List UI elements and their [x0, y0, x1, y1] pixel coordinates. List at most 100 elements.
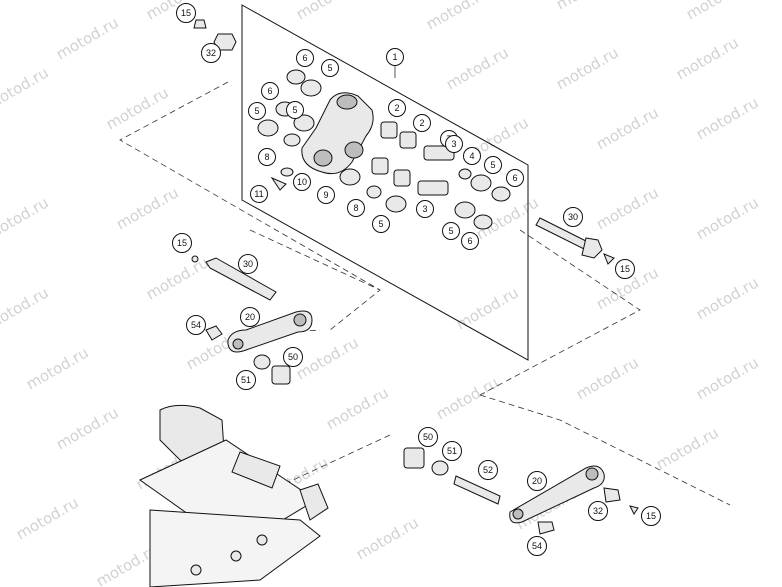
watermark-text: motod.ru	[443, 43, 512, 93]
panel-label-9: 9	[317, 186, 335, 204]
watermark-text: motod.ru	[653, 423, 722, 473]
svg-text:5: 5	[292, 105, 297, 115]
watermark-text: motod.ru	[113, 183, 182, 233]
watermark-text: motod.ru	[353, 513, 422, 563]
panel-label-6: 6	[461, 232, 479, 250]
callout-54: 54	[527, 536, 547, 556]
panel-label-3: 3	[445, 135, 463, 153]
callout-20: 20	[240, 307, 260, 327]
rocker-body	[301, 92, 374, 175]
panel-label-11: 11	[250, 185, 268, 203]
watermark-text: motod.ru	[593, 183, 662, 233]
panel-label-6: 6	[296, 49, 314, 67]
callout-51: 51	[236, 370, 256, 390]
panel-label-1: 1	[386, 48, 404, 66]
callout-15: 15	[172, 233, 192, 253]
watermark-text: motod.ru	[23, 343, 92, 393]
panel-label-5: 5	[484, 156, 502, 174]
svg-text:54: 54	[532, 541, 542, 551]
svg-text:6: 6	[512, 173, 517, 183]
watermark-text: motod.ru	[423, 0, 492, 33]
watermark-text: motod.ru	[323, 383, 392, 433]
svg-text:15: 15	[177, 238, 187, 248]
watermark-text: motod.ru	[693, 93, 762, 143]
callout-32: 32	[588, 501, 608, 521]
watermark-layer: motod.rumotod.rumotod.rumotod.rumotod.ru…	[0, 0, 762, 587]
svg-text:6: 6	[267, 86, 272, 96]
svg-text:9: 9	[323, 190, 328, 200]
svg-text:10: 10	[297, 177, 307, 187]
svg-text:2: 2	[394, 103, 399, 113]
watermark-text: motod.ru	[693, 193, 762, 243]
svg-text:30: 30	[243, 259, 253, 269]
svg-text:8: 8	[264, 152, 269, 162]
watermark-text: motod.ru	[293, 333, 362, 383]
svg-text:5: 5	[327, 63, 332, 73]
upper-link-20	[205, 310, 313, 385]
svg-text:5: 5	[448, 226, 453, 236]
panel-label-2: 2	[388, 99, 406, 117]
panel-label-5: 5	[372, 215, 390, 233]
panel-label-5: 5	[248, 102, 266, 120]
lower-link-20	[403, 447, 639, 535]
watermark-text: motod.ru	[553, 0, 622, 13]
svg-text:51: 51	[241, 375, 251, 385]
svg-text:8: 8	[353, 203, 358, 213]
panel-label-2: 2	[413, 114, 431, 132]
watermark-text: motod.ru	[553, 43, 622, 93]
svg-text:6: 6	[467, 236, 472, 246]
left-bolt-30	[191, 255, 277, 301]
svg-text:32: 32	[593, 506, 603, 516]
callout-54: 54	[186, 315, 206, 335]
svg-text:50: 50	[423, 432, 433, 442]
callout-51: 51	[442, 441, 462, 461]
watermark-text: motod.ru	[573, 353, 642, 403]
svg-text:30: 30	[568, 212, 578, 222]
watermark-text: motod.ru	[0, 63, 52, 113]
watermark-text: motod.ru	[0, 193, 52, 243]
watermark-text: motod.ru	[53, 403, 122, 453]
callout-32: 32	[201, 43, 221, 63]
svg-text:5: 5	[254, 106, 259, 116]
svg-text:54: 54	[191, 320, 201, 330]
svg-text:52: 52	[483, 465, 493, 475]
svg-text:5: 5	[378, 219, 383, 229]
watermark-text: motod.ru	[673, 33, 742, 83]
watermark-text: motod.ru	[0, 283, 52, 333]
svg-text:15: 15	[646, 511, 656, 521]
callout-15: 15	[176, 3, 196, 23]
watermark-text: motod.ru	[53, 13, 122, 63]
svg-text:15: 15	[181, 8, 191, 18]
svg-text:51: 51	[447, 446, 457, 456]
svg-text:4: 4	[469, 151, 474, 161]
panel-label-5: 5	[442, 222, 460, 240]
svg-text:2: 2	[419, 118, 424, 128]
panel-label-6: 6	[506, 169, 524, 187]
panel-label-5: 5	[286, 101, 304, 119]
panel-label-6: 6	[261, 82, 279, 100]
svg-text:20: 20	[245, 312, 255, 322]
panel-label-4: 4	[463, 147, 481, 165]
callout-20: 20	[527, 471, 547, 491]
svg-text:6: 6	[302, 53, 307, 63]
callout-30: 30	[563, 207, 583, 227]
callout-50: 50	[418, 427, 438, 447]
callout-15: 15	[615, 259, 635, 279]
svg-text:32: 32	[206, 48, 216, 58]
callout-52: 52	[478, 460, 498, 480]
watermark-text: motod.ru	[693, 273, 762, 323]
svg-text:15: 15	[620, 264, 630, 274]
svg-text:3: 3	[451, 139, 456, 149]
panel-label-10: 10	[293, 173, 311, 191]
panel-label-3: 3	[416, 200, 434, 218]
callout-15: 15	[641, 506, 661, 526]
svg-text:5: 5	[490, 160, 495, 170]
callout-50: 50	[283, 347, 303, 367]
svg-text:50: 50	[288, 352, 298, 362]
watermark-text: motod.ru	[693, 353, 762, 403]
watermark-text: motod.ru	[683, 0, 752, 23]
top-nut-assembly	[193, 19, 237, 51]
watermark-text: motod.ru	[13, 493, 82, 543]
